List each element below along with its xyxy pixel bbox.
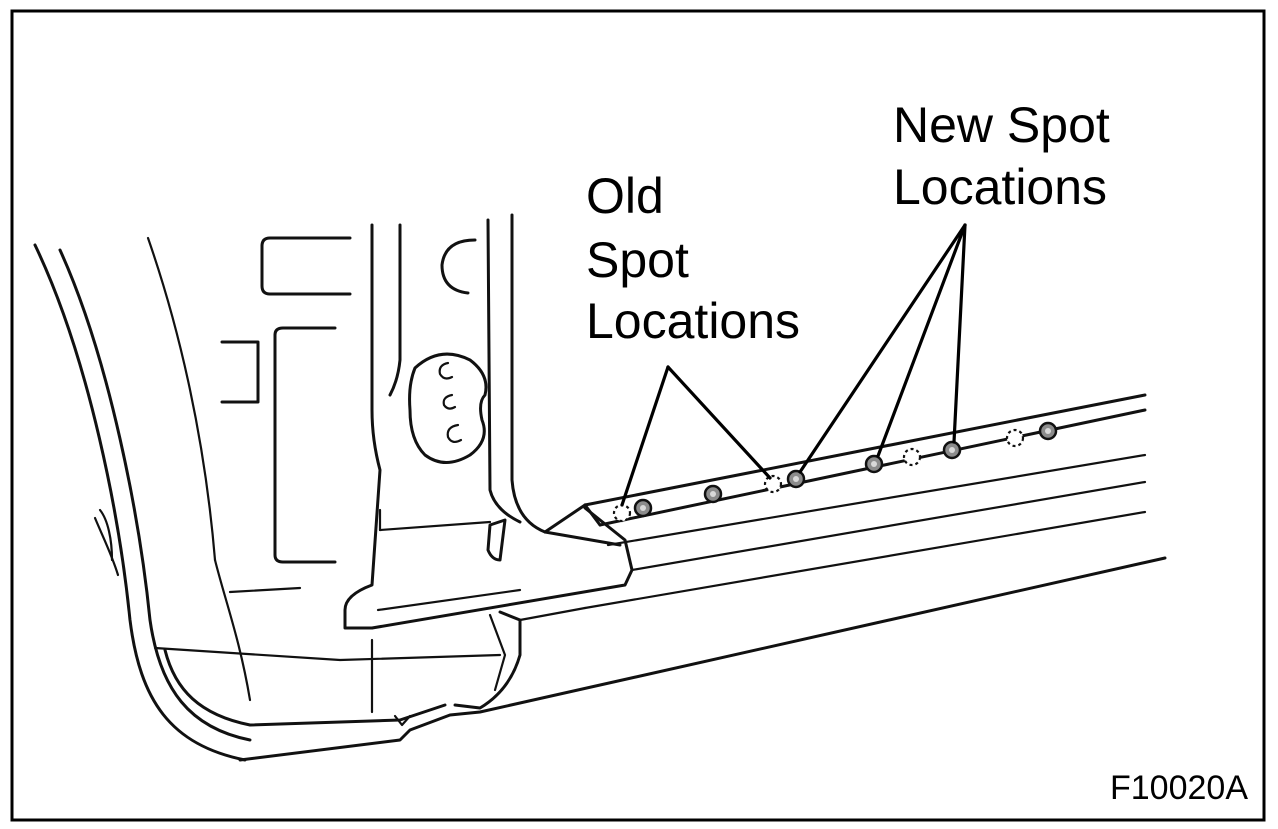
old-spot-weld bbox=[612, 503, 632, 523]
old-spot-weld bbox=[1005, 428, 1025, 448]
old-spot-weld bbox=[902, 447, 922, 467]
new-spot-label-line: Locations bbox=[893, 159, 1107, 215]
old-spot-label-line: Spot bbox=[586, 232, 689, 288]
old-spot-leaders bbox=[620, 365, 772, 507]
new-spot-weld bbox=[633, 498, 653, 518]
new-spot-weld bbox=[1038, 421, 1058, 441]
figure-border bbox=[10, 9, 1266, 822]
wheel-arch-drawing bbox=[33, 236, 1167, 762]
old-spot-welds bbox=[612, 428, 1025, 523]
new-spot-weld bbox=[703, 484, 723, 504]
new-spot-weld bbox=[786, 469, 806, 489]
old-spot-weld bbox=[763, 474, 783, 494]
figure-id: F10020A bbox=[1110, 769, 1248, 807]
old-spot-label: Old Spot Locations bbox=[586, 168, 800, 349]
b-pillar-drawing bbox=[343, 213, 634, 727]
inner-panel-drawing bbox=[220, 236, 352, 594]
new-spot-welds bbox=[633, 421, 1058, 518]
new-spot-weld bbox=[864, 454, 884, 474]
new-spot-weld bbox=[942, 440, 962, 460]
new-spot-label: New Spot Locations bbox=[893, 97, 1124, 215]
old-spot-label-line: Locations bbox=[586, 293, 800, 349]
new-spot-label-line: New Spot bbox=[893, 97, 1110, 153]
old-spot-label-line: Old bbox=[586, 168, 664, 224]
new-spot-leaders bbox=[798, 223, 967, 474]
